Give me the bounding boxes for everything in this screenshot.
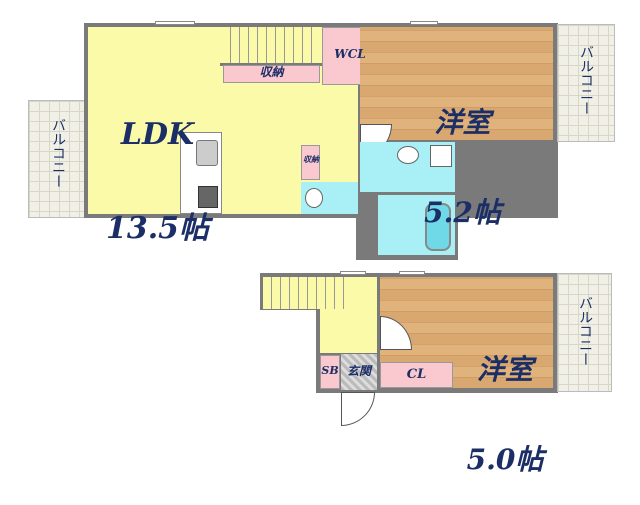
stairs-upper xyxy=(222,27,320,63)
washing-machine-icon xyxy=(430,145,452,167)
stove-icon xyxy=(198,186,218,208)
entrance xyxy=(341,354,377,390)
balcony-right-upper xyxy=(557,24,615,142)
window xyxy=(410,21,438,25)
shoe-box xyxy=(320,355,340,389)
toilet-icon xyxy=(305,188,323,208)
sink-icon xyxy=(196,140,218,166)
entrance-door[interactable] xyxy=(341,392,375,426)
storage-1 xyxy=(223,65,320,83)
western-room-5-2 xyxy=(360,27,553,140)
western-room-5-0-label: 洋室 5.0帖 xyxy=(466,353,544,476)
bathtub-icon xyxy=(425,203,451,251)
ldk-label: LDK 13.5帖 xyxy=(105,117,210,246)
balcony-left xyxy=(28,100,88,218)
balcony-left-label: バルコニー xyxy=(50,118,66,188)
western-room-5-2-label: 洋室 5.2帖 xyxy=(424,106,501,229)
balcony-lower xyxy=(557,273,612,392)
closet xyxy=(380,362,453,388)
hallway xyxy=(320,309,377,353)
window xyxy=(155,21,195,25)
window xyxy=(399,271,425,275)
washbasin-icon xyxy=(397,146,419,164)
window xyxy=(340,271,366,275)
storage-2 xyxy=(301,145,320,180)
stairs-lower xyxy=(263,277,345,309)
